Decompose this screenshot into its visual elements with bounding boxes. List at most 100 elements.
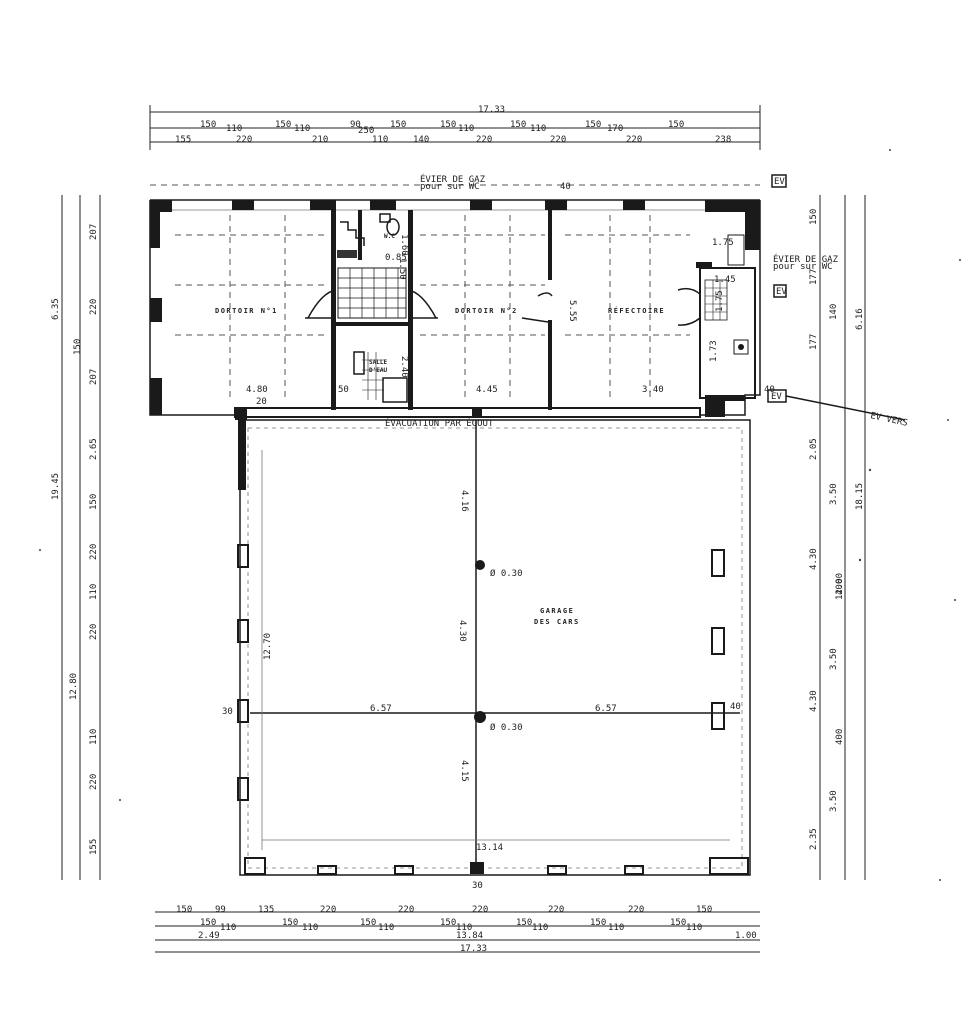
top-row1-dim: 150 bbox=[440, 120, 456, 130]
pier bbox=[244, 857, 266, 875]
pier bbox=[623, 200, 645, 210]
top-row2-dim: 155 bbox=[175, 135, 191, 145]
stair-block bbox=[337, 221, 407, 319]
right-ev-box bbox=[773, 284, 787, 298]
top-row1-dim: 150 bbox=[585, 120, 601, 130]
bot-row2-dim: 110 bbox=[456, 923, 472, 933]
basin-icon bbox=[353, 351, 365, 375]
left-dim-220d: 220 bbox=[89, 774, 99, 790]
top-row2-dim: 220 bbox=[550, 135, 566, 145]
pier bbox=[238, 420, 246, 490]
dim-30b: 30 bbox=[472, 881, 483, 891]
right-ev-tag: EV bbox=[776, 287, 787, 297]
scan-noise bbox=[39, 149, 961, 881]
pier bbox=[745, 200, 760, 250]
door-swing-arc bbox=[537, 292, 553, 297]
bot-row2-dim: 110 bbox=[532, 923, 548, 933]
top-row2-dim: 110 bbox=[372, 135, 388, 145]
pier bbox=[547, 865, 567, 875]
right-ev-tag-2: EV bbox=[771, 392, 782, 402]
left-dim-1945: 19.45 bbox=[51, 473, 61, 500]
dim-1270: 12.70 bbox=[263, 633, 273, 660]
pier bbox=[624, 865, 644, 875]
bot-row1-dim: 220 bbox=[548, 905, 564, 915]
bot-row2-dim: 110 bbox=[220, 923, 236, 933]
dim-445: 4.45 bbox=[476, 385, 498, 395]
right-dim-177b: 177 bbox=[809, 334, 819, 350]
right-dim-1200: 12.00 bbox=[835, 573, 845, 600]
top-evier-label: ÉVIER DE GAZ bbox=[420, 173, 486, 185]
room-label-refectoire: RÉFECTOIRE bbox=[608, 306, 665, 315]
shower-tray-icon bbox=[382, 377, 408, 403]
pier bbox=[711, 627, 725, 655]
right-dim-205: 2.05 bbox=[809, 438, 819, 460]
right-dim-140: 140 bbox=[829, 304, 839, 320]
top-row1-dim: 250 bbox=[358, 126, 374, 136]
dortoir1-grid bbox=[175, 215, 325, 400]
dim-wc2: 0.85 bbox=[385, 253, 407, 263]
dim-175: 1.75 bbox=[712, 238, 734, 248]
dim-480: 4.80 bbox=[246, 385, 268, 395]
post-label-1: Ø 0.30 bbox=[490, 568, 523, 579]
pier bbox=[237, 777, 249, 801]
bot-row2-dim: 110 bbox=[302, 923, 318, 933]
pier bbox=[150, 200, 160, 248]
top-row1-dim: 150 bbox=[390, 120, 406, 130]
bot-row1-dim: 220 bbox=[398, 905, 414, 915]
top-row1-dim: 90 bbox=[350, 120, 361, 130]
upper-wing: DORTOIR N°1 DORTOIR N°2 RÉFECTOIRE W.C S… bbox=[149, 199, 761, 417]
right-dimensions: 18.15 6.16 12.00 2.05 3.50 4.30 3.50 4.3… bbox=[764, 195, 909, 880]
room-label-dortoir2: DORTOIR N°2 bbox=[455, 307, 518, 315]
left-tick-b: 110 bbox=[89, 584, 99, 600]
dim-50: 50 bbox=[338, 385, 349, 395]
left-dim-150a: 150 bbox=[73, 339, 83, 355]
door-arc-left bbox=[307, 289, 337, 319]
ev-box bbox=[771, 174, 787, 188]
dim-175b: 1.75 bbox=[715, 290, 725, 312]
post-label-2: Ø 0.30 bbox=[490, 722, 523, 733]
left-dim-220c: 220 bbox=[89, 624, 99, 640]
bot-row2-dim: 150 bbox=[440, 918, 456, 928]
dortoir2-grid bbox=[420, 215, 545, 400]
column-post-icon bbox=[474, 711, 486, 723]
bottom-dimensions: 150 99 135 220 220 220 220 220 150 150 1… bbox=[155, 905, 760, 954]
left-dim-265: 2.65 bbox=[89, 438, 99, 460]
dim-stair: 1.50 bbox=[397, 258, 407, 280]
right-dim-177a: 177 bbox=[809, 269, 819, 285]
garage-outline bbox=[239, 419, 751, 876]
kitchen-block bbox=[677, 234, 756, 417]
room-label-dortoir1: DORTOIR N°1 bbox=[215, 307, 278, 315]
pier bbox=[394, 865, 414, 875]
room-label-wc: W.C bbox=[384, 233, 395, 240]
top-row1-dim: 110 bbox=[458, 124, 474, 134]
bot-dim-100: 1.00 bbox=[735, 931, 757, 941]
pier bbox=[545, 200, 567, 210]
right-dim-150: 150 bbox=[809, 209, 819, 225]
bot-row1-dim: 135 bbox=[258, 905, 274, 915]
pier bbox=[150, 378, 162, 415]
dim-salle: 2.40 bbox=[399, 356, 409, 378]
bot-row1-dim: 99 bbox=[215, 905, 226, 915]
top-row1-dim: 110 bbox=[294, 124, 310, 134]
bot-row1-dim: 220 bbox=[628, 905, 644, 915]
right-dim-350c: 3.50 bbox=[829, 790, 839, 812]
top-40-dim: 40 bbox=[560, 182, 571, 192]
pier bbox=[237, 544, 249, 568]
dim-657b: 6.57 bbox=[595, 704, 617, 714]
bot-row2-dim: 110 bbox=[608, 923, 624, 933]
right-dim-235: 2.35 bbox=[809, 828, 819, 850]
right-dim-400b: 400 bbox=[835, 729, 845, 745]
bot-row2-dim: 110 bbox=[378, 923, 394, 933]
dim-20: 20 bbox=[256, 397, 267, 407]
bot-row2-dim: 150 bbox=[200, 918, 216, 928]
column-post-icon bbox=[475, 560, 485, 570]
pier bbox=[237, 619, 249, 643]
top-dimensions: 17.33 150 110 150 110 90 250 150 150 110… bbox=[149, 105, 787, 192]
right-dim-430b: 4.30 bbox=[809, 690, 819, 712]
pier bbox=[370, 200, 396, 210]
pier bbox=[237, 699, 249, 723]
dim-430: 4.30 bbox=[457, 620, 467, 642]
bot-row2-dim: 150 bbox=[360, 918, 376, 928]
partition-wall bbox=[408, 210, 413, 410]
right-evier-label: ÉVIER DE GAZ bbox=[773, 253, 839, 265]
